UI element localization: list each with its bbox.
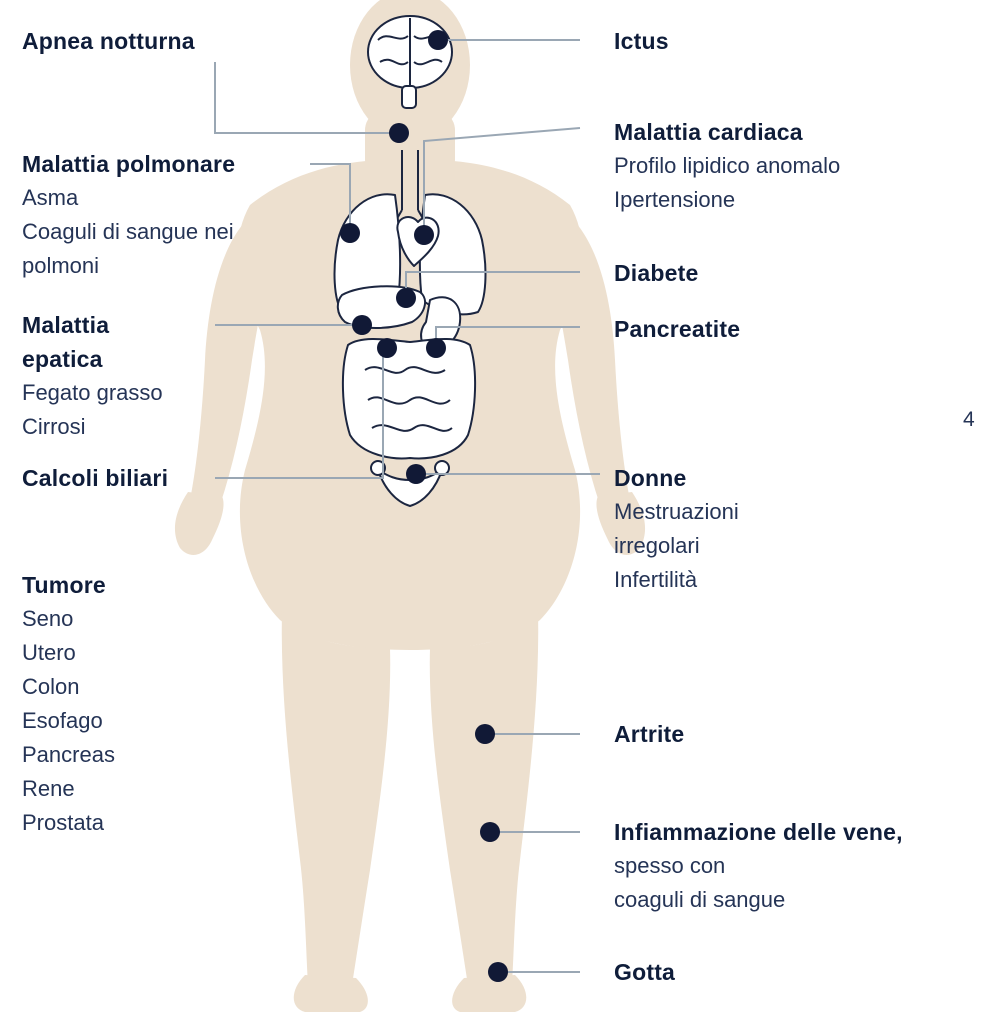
marker-ictus [428,30,448,50]
veins-item: spesso con [614,849,903,883]
liver-heading-line: Malattia [22,308,163,342]
marker-veins [480,822,500,842]
diabetes-heading: Diabete [614,256,698,290]
gallstones-heading: Calcoli biliari [22,461,168,495]
right-ovary-icon [435,461,449,475]
liver-item: Cirrosi [22,410,163,444]
page-number: 4 [963,408,975,432]
label-pancreatitis: Pancreatite [614,312,740,346]
women-item: irregolari [614,529,739,563]
intestines-icon [343,339,475,458]
label-lung: Malattia polmonare Asma Coaguli di sangu… [22,147,235,283]
women-heading: Donne [614,461,739,495]
label-ictus: Ictus [614,24,669,58]
cancer-item: Pancreas [22,738,115,772]
label-apnea: Apnea notturna [22,24,195,58]
heart-item: Profilo lipidico anomalo [614,149,840,183]
cancer-item: Colon [22,670,115,704]
pancreatitis-heading: Pancreatite [614,312,740,346]
cancer-item: Esofago [22,704,115,738]
label-liver: Malattia epatica Fegato grasso Cirrosi [22,308,163,444]
body-left-leg [282,610,390,985]
marker-arthritis [475,724,495,744]
body-left-hand [175,492,224,555]
marker-heart [414,225,434,245]
women-item: Mestruazioni [614,495,739,529]
marker-gout [488,962,508,982]
apnea-heading: Apnea notturna [22,24,195,58]
cancer-item: Seno [22,602,115,636]
label-arthritis: Artrite [614,717,684,751]
marker-diabetes [396,288,416,308]
lung-heading: Malattia polmonare [22,147,235,181]
marker-women [406,464,426,484]
body-right-leg [430,610,538,985]
marker-gallstones [377,338,397,358]
cancer-item: Prostata [22,806,115,840]
label-gout: Gotta [614,955,675,989]
cancer-item: Rene [22,772,115,806]
label-women: Donne Mestruazioni irregolari Infertilit… [614,461,739,597]
cancer-item: Utero [22,636,115,670]
lung-item: polmoni [22,249,235,283]
label-heart: Malattia cardiaca Profilo lipidico anoma… [614,115,840,217]
veins-heading: Infiammazione delle vene, [614,815,903,849]
marker-pancreatitis [426,338,446,358]
body-left-foot [294,975,368,1012]
ictus-heading: Ictus [614,24,669,58]
arthritis-heading: Artrite [614,717,684,751]
label-cancer: Tumore Seno Utero Colon Esofago Pancreas… [22,568,115,840]
liver-item: Fegato grasso [22,376,163,410]
heart-heading: Malattia cardiaca [614,115,840,149]
body-right-foot [452,975,526,1012]
marker-lung [340,223,360,243]
marker-liver [352,315,372,335]
lung-item: Asma [22,181,235,215]
heart-item: Ipertensione [614,183,840,217]
label-veins: Infiammazione delle vene, spesso con coa… [614,815,903,917]
liver-heading-line: epatica [22,342,163,376]
women-item: Infertilità [614,563,739,597]
cancer-heading: Tumore [22,568,115,602]
label-gallstones: Calcoli biliari [22,461,168,495]
label-diabetes: Diabete [614,256,698,290]
marker-apnea [389,123,409,143]
gout-heading: Gotta [614,955,675,989]
lung-item: Coaguli di sangue nei [22,215,235,249]
veins-item: coaguli di sangue [614,883,903,917]
